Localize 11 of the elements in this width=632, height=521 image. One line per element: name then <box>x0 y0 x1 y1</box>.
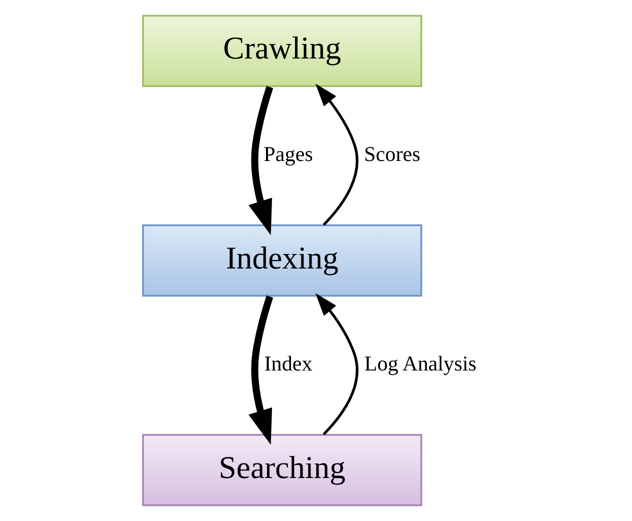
node-box: Crawling <box>142 14 422 88</box>
edge-label: Pages <box>263 142 312 166</box>
arrow <box>314 293 358 436</box>
edge-label: Index <box>264 352 312 376</box>
node-box: Searching <box>142 434 422 506</box>
arrow <box>314 84 358 226</box>
arrow <box>248 86 273 236</box>
edge-label: Log Analysis <box>364 352 476 376</box>
arrow <box>248 295 273 445</box>
node-box: Indexing <box>142 224 422 297</box>
edge-label: Scores <box>364 142 420 166</box>
